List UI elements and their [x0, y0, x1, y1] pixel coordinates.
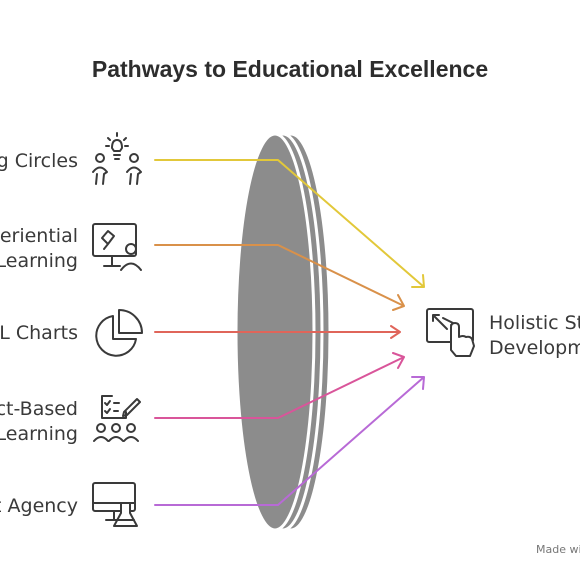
input-label-line: Learning	[0, 250, 78, 272]
computer-lab-flask-icon	[92, 482, 138, 527]
input-label-line: g Circles	[0, 150, 78, 172]
input-label-circles: g Circles	[0, 149, 78, 174]
input-label-project: ct-Based Learning	[0, 397, 78, 447]
output-label: Holistic St Developm	[489, 311, 580, 361]
diagram-title: Pathways to Educational Excellence	[91, 56, 489, 82]
arrow-agency	[154, 376, 425, 506]
output-label-line: Holistic St	[489, 312, 580, 334]
pie-chart-icon	[95, 309, 143, 357]
input-label-line: L Charts	[0, 322, 78, 344]
input-label-charts: L Charts	[0, 321, 78, 346]
arrow-charts	[154, 325, 401, 339]
arrow-experiential	[154, 244, 405, 311]
input-label-agency: t Agency	[0, 494, 78, 519]
output-label-line: Developm	[489, 337, 580, 359]
arrow-circles	[154, 159, 425, 288]
checklist-team-icon	[93, 395, 141, 442]
arrow-project	[154, 352, 405, 419]
people-lightbulb-icon	[92, 132, 142, 185]
made-with-footer: Made wi	[536, 543, 580, 556]
input-label-line: t Agency	[0, 495, 78, 517]
input-label-line: Learning	[0, 423, 78, 445]
expand-touch-icon	[426, 308, 475, 357]
input-label-line: periential	[0, 225, 78, 247]
input-label-line: ct-Based	[0, 398, 78, 420]
input-label-experiential: periential Learning	[0, 224, 78, 274]
presentation-board-icon	[92, 223, 142, 271]
